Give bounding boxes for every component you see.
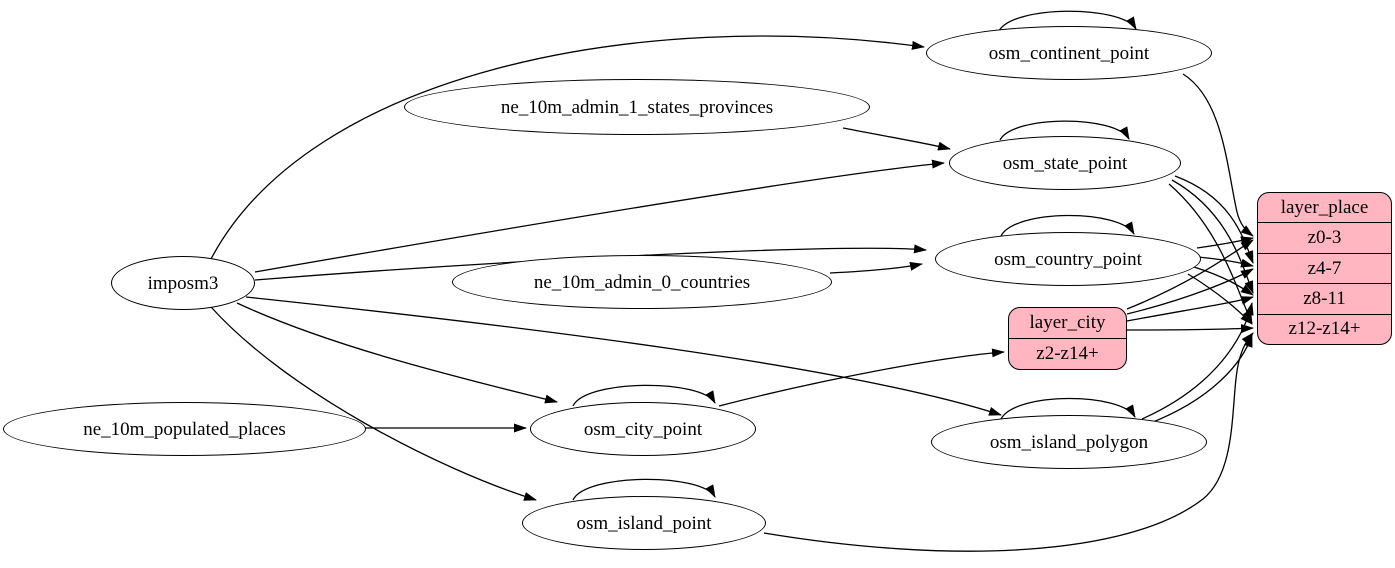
node-imposm3: imposm3 (111, 256, 255, 310)
record-row-z2-z14: z2-z14+ (1009, 338, 1126, 369)
edge-layer_city-to-layer_place:z12-z14+ (1125, 324, 1254, 334)
edge-osm_country_point-to-layer_place:z4-7 (1197, 256, 1254, 268)
record-row-z0-3: z0-3 (1258, 222, 1391, 252)
edge-osm_island_point-self-loop (572, 478, 716, 501)
node-label: ne_10m_populated_places (83, 418, 286, 440)
node-label: ne_10m_admin_1_states_provinces (500, 96, 774, 118)
edge-osm_continent_point-self-loop (998, 10, 1137, 32)
edge-osm_continent_point-to-layer_place:z0-3 (1182, 73, 1254, 237)
node-label: osm_city_point (583, 418, 703, 440)
node-label: osm_state_point (1002, 152, 1128, 174)
edge-osm_country_point-to-layer_place:z0-3 (1196, 236, 1254, 249)
record-row-z12-z14: z12-z14+ (1258, 313, 1391, 344)
edge-osm_country_point-self-loop (1000, 214, 1135, 237)
node-label: osm_island_polygon (989, 431, 1149, 453)
edge-osm_city_point-self-loop (572, 384, 716, 407)
edge-osm_state_point-to-layer_place:z8-11 (1171, 179, 1254, 294)
record-layer-place: layer_place z0-3 z4-7 z8-11 z12-z14+ (1257, 192, 1392, 345)
node-osm-country-point: osm_country_point (935, 232, 1201, 286)
node-osm-state-point: osm_state_point (949, 136, 1181, 190)
edge-osm_state_point-to-layer_place:z4-7 (1174, 175, 1254, 264)
node-label: ne_10m_admin_0_countries (533, 271, 751, 293)
edge-imposm3-to-osm_continent_point (210, 35, 925, 260)
edge-osm_island_polygon-to-layer_place:z8-11 (1141, 302, 1254, 420)
edge-layer_city-to-layer_place:z0-3 (1126, 239, 1254, 310)
node-label: osm_island_point (576, 512, 712, 534)
record-row-z8-11: z8-11 (1258, 283, 1391, 313)
edge-imposm3-to-osm_island_point (210, 306, 537, 501)
edge-osm_island_point-to-layer_place:z12-z14+ (763, 332, 1254, 552)
edge-osm_island_polygon-self-loop (1000, 397, 1136, 420)
edge-osm_state_point-self-loop (999, 120, 1130, 141)
node-ne-10m-populated-places: ne_10m_populated_places (3, 402, 366, 456)
record-layer-city: layer_city z2-z14+ (1008, 307, 1127, 370)
edge-osm_city_point-to-layer_city:z2-z14+ (718, 348, 1005, 407)
node-osm-city-point: osm_city_point (530, 402, 756, 456)
node-label: osm_country_point (994, 248, 1142, 270)
edge-ne_10m_admin_0_countries-to-osm_country_point (829, 261, 923, 274)
edge-layer_city-to-layer_place:z4-7 (1126, 268, 1254, 315)
node-ne-10m-admin-0-countries: ne_10m_admin_0_countries (452, 255, 832, 309)
record-title: layer_city (1029, 312, 1106, 333)
edge-imposm3-to-osm_city_point (236, 302, 558, 404)
node-label: osm_continent_point (988, 42, 1150, 64)
node-ne-10m-admin-1-states-provinces: ne_10m_admin_1_states_provinces (404, 79, 870, 135)
node-osm-island-polygon: osm_island_polygon (931, 415, 1207, 469)
node-label: imposm3 (147, 272, 219, 294)
record-title: layer_place (1280, 196, 1369, 218)
node-osm-island-point: osm_island_point (522, 496, 766, 550)
record-row-z4-7: z4-7 (1258, 252, 1391, 283)
edge-imposm3-to-osm_state_point (254, 159, 945, 273)
edge-imposm3-to-osm_island_polygon (245, 296, 1002, 416)
edge-ne_10m_admin_1_states_provinces-to-osm_state_point (842, 127, 951, 151)
edge-osm_country_point-to-layer_place:z8-11 (1193, 266, 1254, 296)
edge-layer_city-to-layer_place:z8-11 (1126, 296, 1254, 322)
node-osm-continent-point: osm_continent_point (926, 26, 1212, 80)
